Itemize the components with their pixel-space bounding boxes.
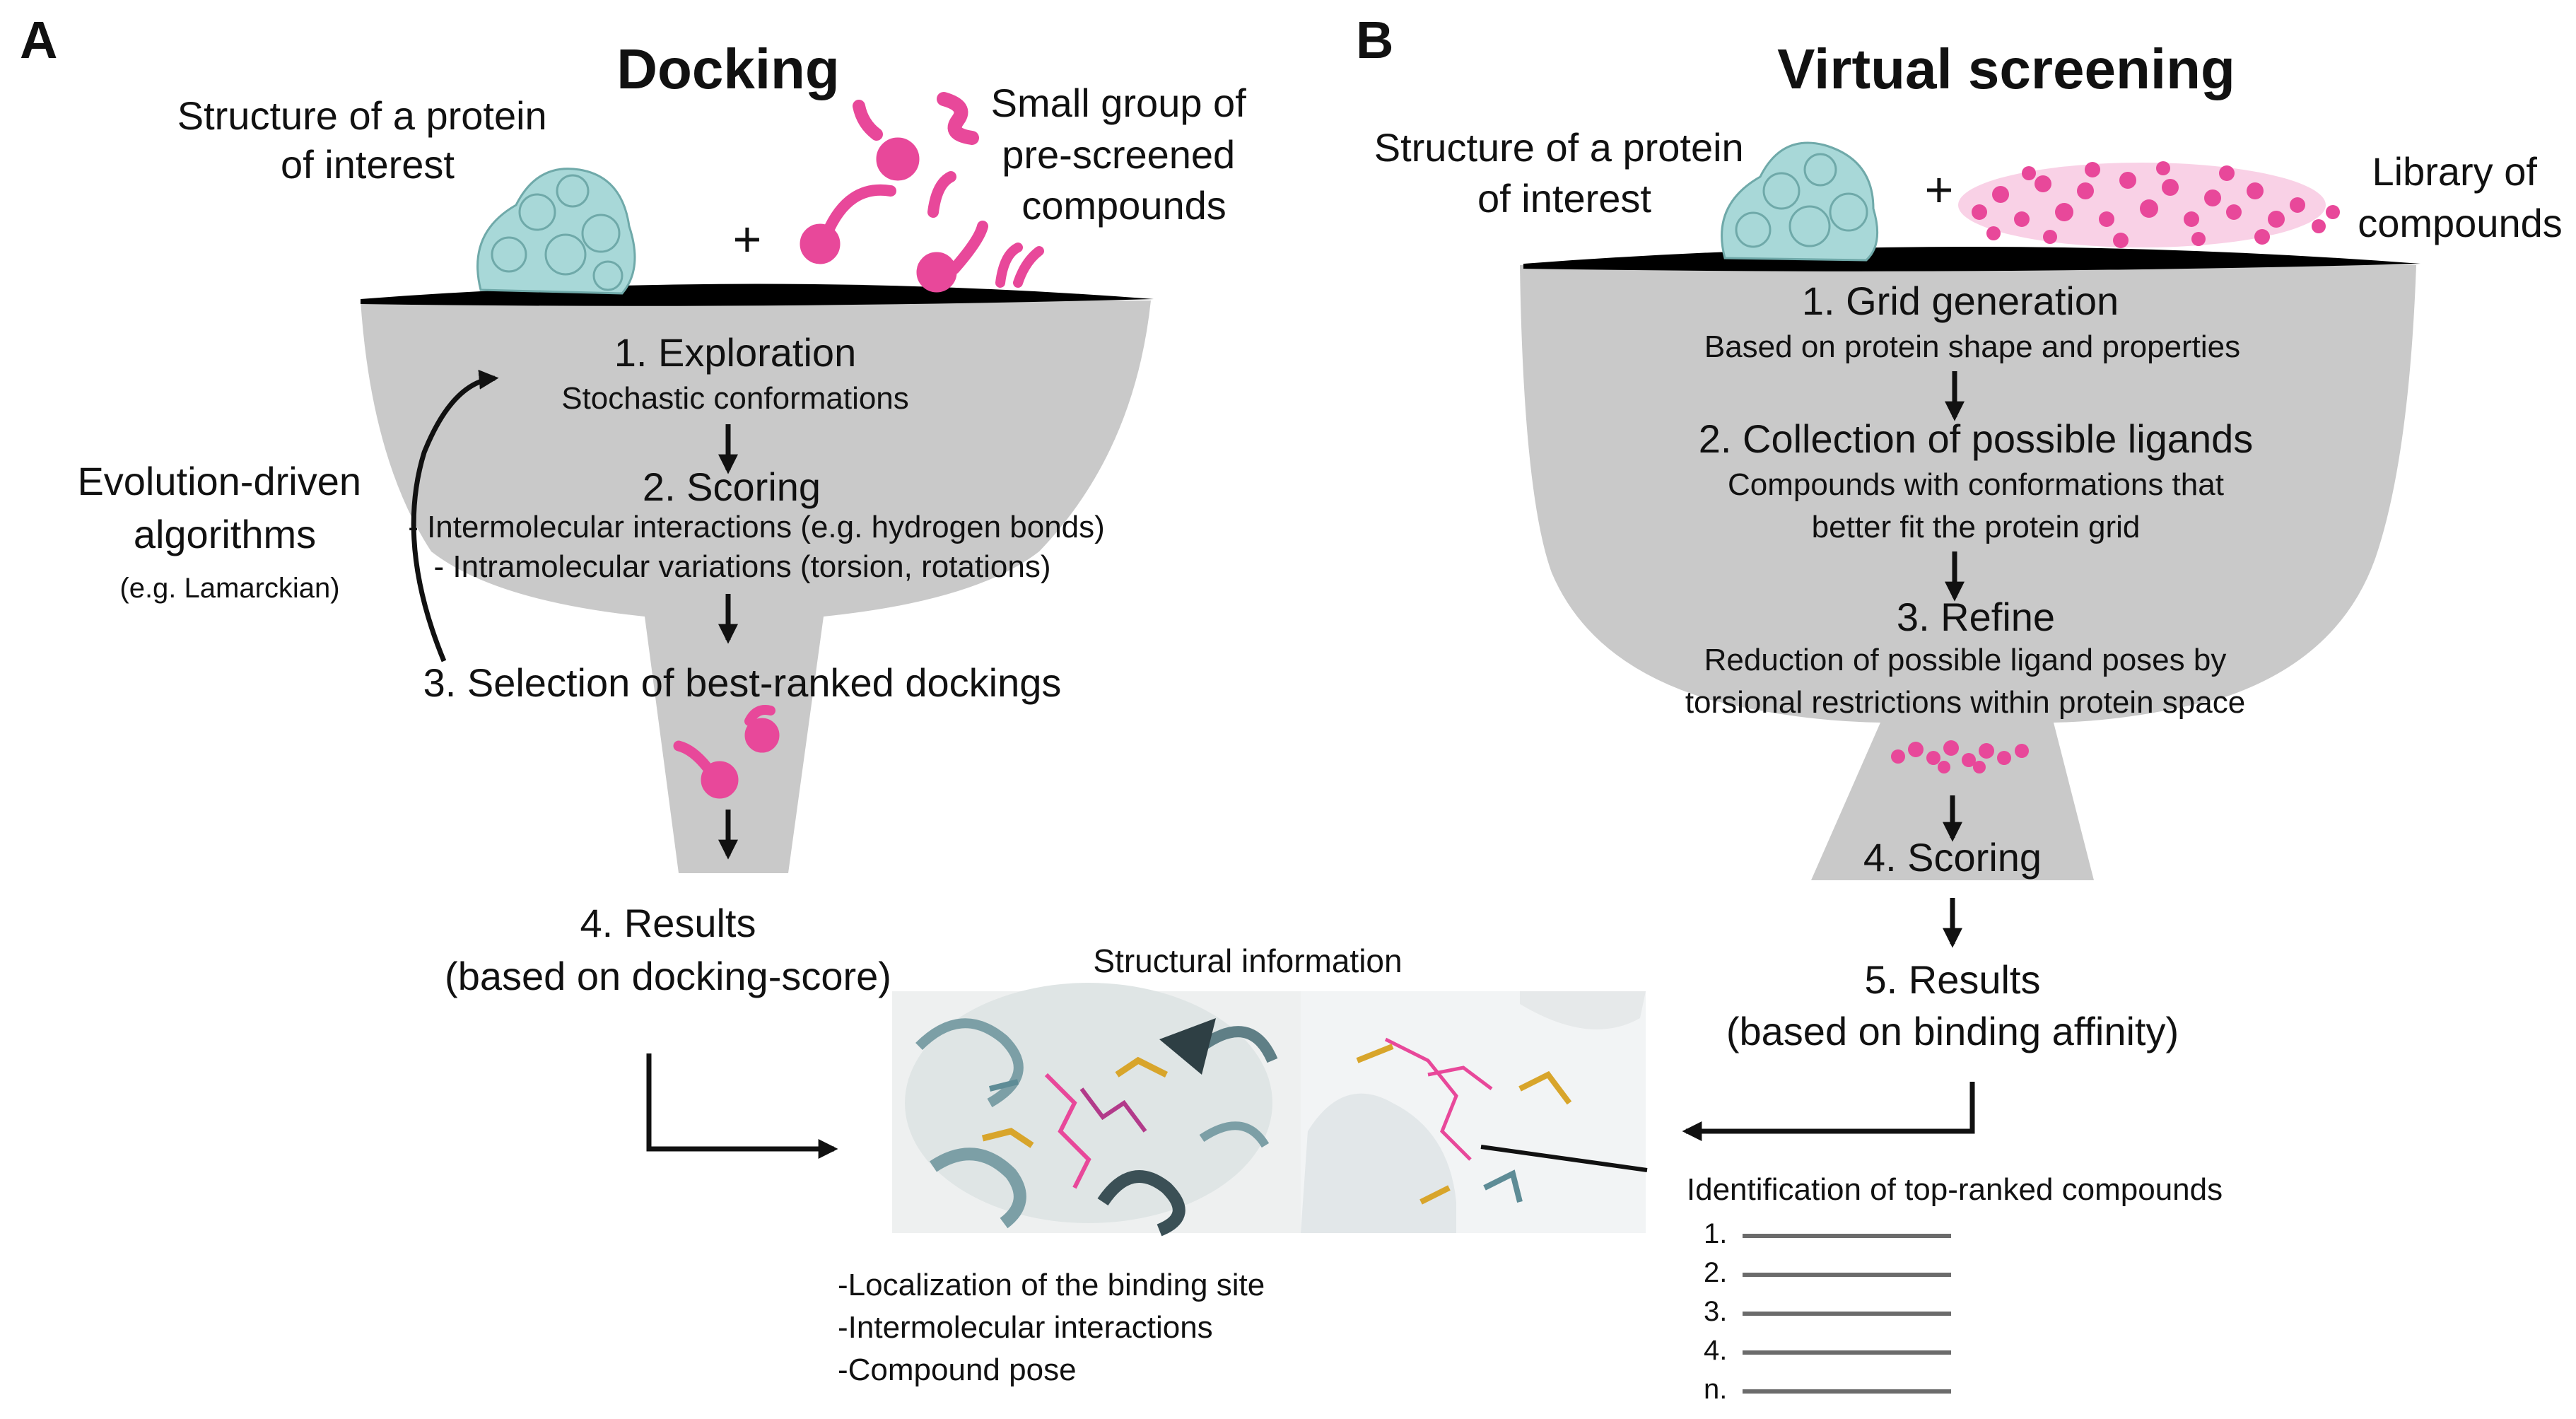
refined-compounds-icon [1891, 740, 2029, 773]
evolution-example: (e.g. Lamarckian) [119, 573, 339, 604]
protein-ribbon-image [892, 983, 1301, 1237]
panel-a: A Docking Structure of a protein of inte… [20, 11, 1258, 1159]
panel-b: B Virtual screening Structure of a prote… [1356, 11, 2563, 1141]
docking-to-structure-arrow [646, 1053, 838, 1159]
screening-step-3-detail-2: torsional restrictions within protein sp… [1685, 685, 2245, 720]
evolution-loop-arrow [411, 369, 499, 662]
docking-step-1-detail: Stochastic conformations [561, 381, 909, 416]
docking-step-2-detail-2: - Intramolecular variations (torsion, ro… [434, 549, 1051, 584]
ranking-list: Identification of top-ranked compounds 1… [1480, 1145, 2223, 1405]
docking-step-2-detail-1: - Intermolecular interactions (e.g. hydr… [408, 510, 1105, 544]
docking-step-4-title: 4. Results [580, 901, 756, 945]
screening-step-1-title: 1. Grid generation [1802, 279, 2119, 323]
panel-a-compounds-label: Small group of pre-screened compounds [991, 81, 1258, 228]
screening-step-2-detail-2: better fit the protein grid [1812, 510, 2141, 544]
rank-label-4: 4. [1704, 1335, 1727, 1366]
protein-structure-icon [1721, 141, 1879, 262]
structural-bullet-1: -Localization of the binding site [838, 1268, 1265, 1302]
panel-b-protein-label: Structure of a protein of interest [1374, 125, 1755, 221]
structural-info-title: Structural information [1093, 942, 1402, 979]
protein-structure-icon [476, 168, 636, 295]
panel-a-title: Docking [616, 37, 840, 100]
structural-information: Structural information [838, 942, 1646, 1387]
selected-compound-icons [673, 705, 780, 799]
panel-b-letter: B [1356, 11, 1393, 69]
screening-to-structure-arrow [1682, 1082, 1975, 1141]
screening-step-4-title: 4. Scoring [1863, 835, 2042, 880]
rank-label-3: 3. [1704, 1296, 1727, 1327]
rank-label-1: 1. [1704, 1218, 1727, 1249]
docking-step-3-title: 3. Selection of best-ranked dockings [423, 660, 1062, 705]
evolution-label: Evolution-driven algorithms [77, 459, 372, 556]
compound-icons [800, 92, 1044, 293]
panel-b-plus: + [1925, 162, 1954, 217]
screening-step-5-title: 5. Results [1865, 957, 2041, 1002]
panel-a-protein-label: Structure of a protein of interest [177, 93, 558, 187]
screening-step-2-detail-1: Compounds with conformations that [1728, 467, 2224, 502]
screening-step-5-detail: (based on binding affinity) [1726, 1009, 2179, 1053]
docking-step-2-title: 2. Scoring [643, 465, 821, 509]
screening-step-3-title: 3. Refine [1897, 595, 2055, 639]
panel-a-plus: + [733, 211, 762, 267]
screening-step-3-detail-1: Reduction of possible ligand poses by [1704, 643, 2227, 677]
rank-label-2: 2. [1704, 1257, 1727, 1288]
compound-library-icon [1958, 161, 2340, 248]
panel-b-library-label: Library of compounds [2358, 149, 2563, 245]
panel-a-letter: A [20, 11, 57, 69]
docking-step-1-title: 1. Exploration [614, 330, 856, 375]
docking-step-4-detail: (based on docking-score) [445, 954, 891, 998]
structural-bullet-3: -Compound pose [838, 1353, 1077, 1387]
screening-step-2-title: 2. Collection of possible ligands [1699, 416, 2253, 461]
screening-step-1-detail: Based on protein shape and properties [1704, 329, 2240, 364]
panel-b-title: Virtual screening [1777, 37, 2235, 100]
screening-funnel [1520, 265, 2416, 880]
binding-site-surface-image [1301, 991, 1646, 1233]
structural-bullet-2: -Intermolecular interactions [838, 1310, 1213, 1345]
ranking-pointer-line [1480, 1145, 1648, 1172]
rank-label-n: n. [1704, 1374, 1727, 1405]
docking-funnel [361, 300, 1151, 873]
ranking-title: Identification of top-ranked compounds [1687, 1172, 2223, 1207]
